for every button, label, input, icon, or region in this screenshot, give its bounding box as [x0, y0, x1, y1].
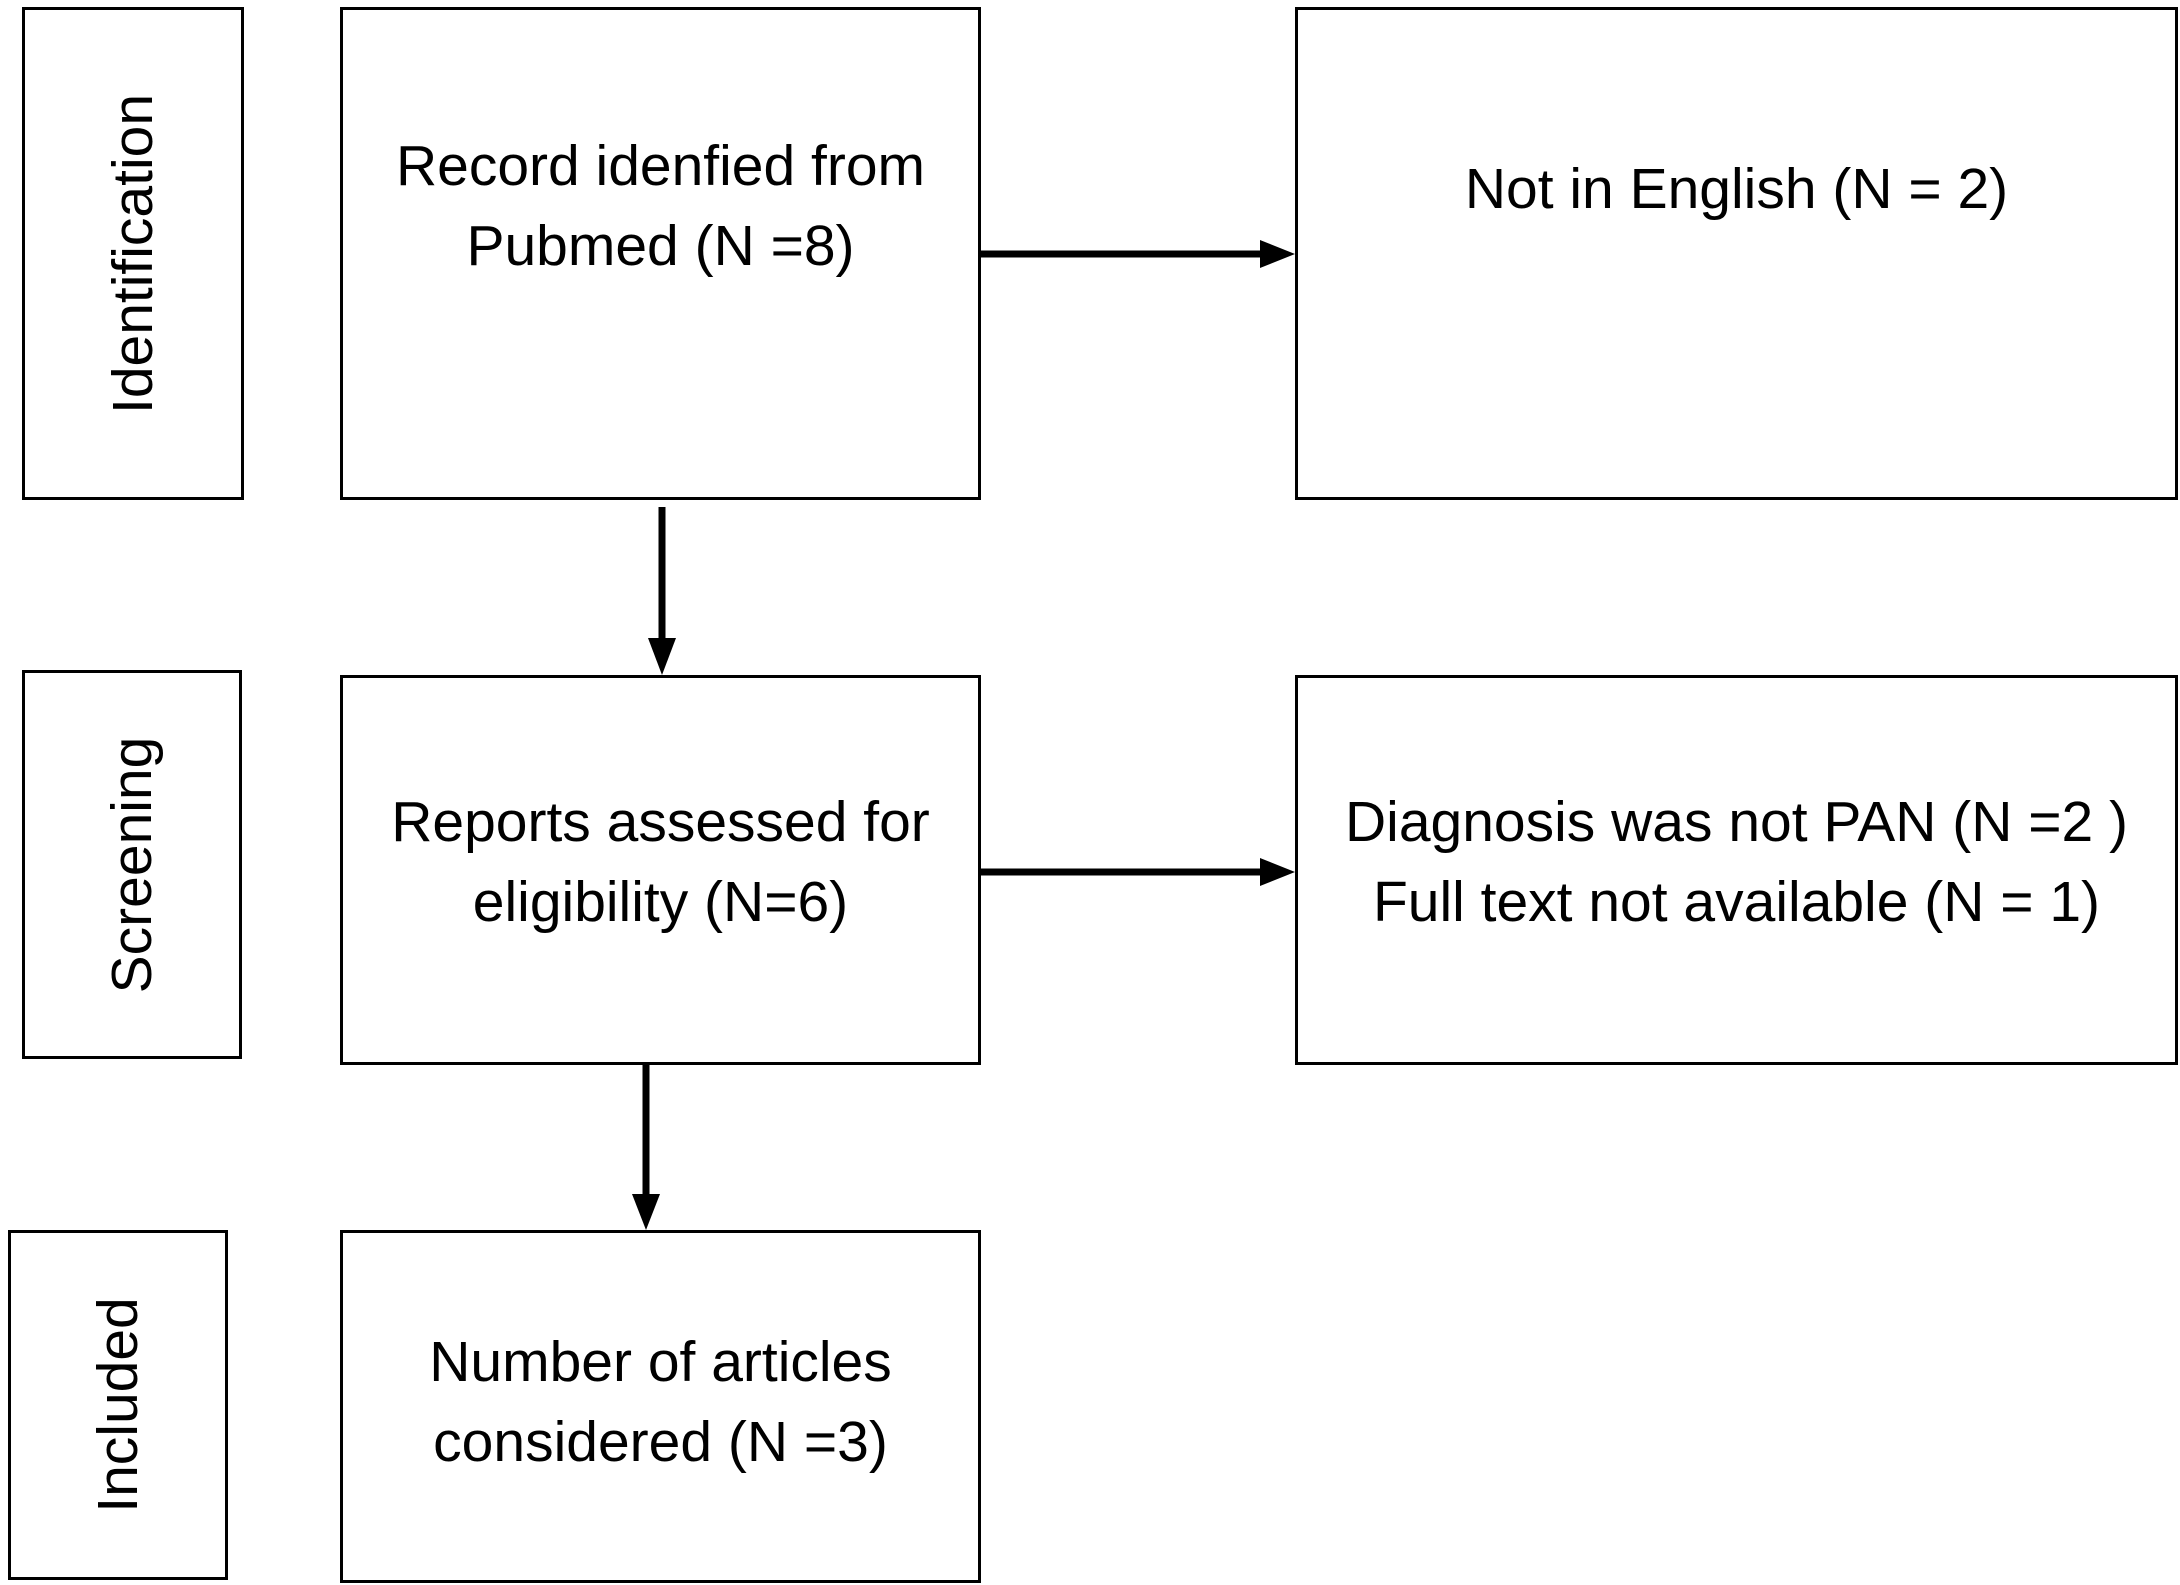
- stage-included: Included: [8, 1230, 228, 1580]
- included-box: Number of articles considered (N =3): [340, 1230, 981, 1583]
- arrowhead-not-english: [1260, 240, 1295, 268]
- assessed-box: Reports assessed for eligibility (N=6): [340, 675, 981, 1065]
- identified-text: Record idenfied from Pubmed (N =8): [395, 134, 926, 278]
- not-english-text: Not in English (N = 2): [1464, 156, 2009, 221]
- excluded-box: Diagnosis was not PAN (N =2 ) Full text …: [1295, 675, 2178, 1065]
- identified-box: Record idenfied from Pubmed (N =8): [340, 7, 981, 500]
- included-text: Number of articles considered (N =3): [429, 1329, 892, 1474]
- not-english-box: Not in English (N = 2): [1295, 7, 2178, 500]
- arrowhead-assessed: [648, 638, 676, 675]
- assessed-text: Reports assessed for eligibility (N=6): [391, 790, 930, 934]
- arrowhead-included: [632, 1194, 660, 1230]
- arrowhead-excluded: [1260, 858, 1295, 886]
- stage-identification: Identification: [22, 7, 244, 500]
- excluded-text: Diagnosis was not PAN (N =2 ) Full text …: [1345, 790, 2128, 934]
- stage-screening: Screening: [22, 670, 242, 1059]
